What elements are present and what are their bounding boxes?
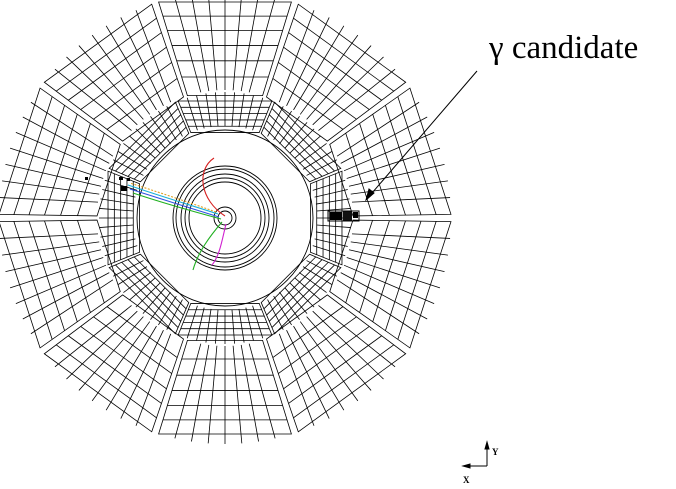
calorimeter-sector [329, 87, 452, 217]
track [129, 182, 217, 213]
track [211, 223, 227, 266]
calorimeter-sector [158, 339, 292, 444]
calorimeter-sector [43, 294, 184, 433]
tracker-rings [136, 129, 314, 307]
endcap-sector [260, 253, 342, 335]
energy-hit [127, 178, 130, 181]
endcap-sector [177, 92, 273, 133]
endcap-sector [260, 101, 342, 183]
track [192, 221, 223, 271]
tracker-ring [175, 168, 275, 268]
energy-hit [121, 186, 127, 191]
gamma-candidate-label: γ candidate [489, 30, 639, 66]
energy-hit [343, 211, 352, 221]
endcap-sector [108, 101, 190, 183]
y-axis-label: Y [492, 447, 499, 457]
annotation-arrow [365, 70, 478, 202]
track [132, 192, 222, 220]
energy-hit [85, 177, 88, 180]
endcap-sector [99, 170, 140, 266]
tracker-ring [172, 165, 278, 271]
track [129, 188, 220, 218]
track [202, 157, 226, 217]
calorimeter-sector [266, 3, 407, 142]
calorimeter-sector [329, 219, 452, 349]
gamma-cluster [327, 210, 360, 222]
tracker-ring [184, 177, 266, 259]
track [127, 184, 219, 215]
calorimeter-sector [0, 87, 121, 217]
energy-hit [353, 212, 358, 218]
energy-deposits [85, 177, 360, 222]
energy-hit [330, 212, 342, 220]
endcap-sector [108, 253, 190, 335]
calorimeter-sector [158, 0, 292, 97]
calorimeter-sector [0, 219, 121, 349]
tracker-ring [136, 129, 314, 307]
particle-tracks [127, 157, 227, 271]
outer-calorimeter [0, 0, 452, 444]
endcap-sector [310, 170, 351, 266]
axis-indicator [461, 440, 490, 469]
calorimeter-sector [43, 3, 184, 142]
tracker-ring [188, 181, 262, 255]
tracker-ring [180, 173, 270, 263]
endcap-sector [177, 303, 273, 344]
x-axis-label: X [463, 475, 470, 485]
endcap-calorimeter [99, 92, 351, 344]
calorimeter-sector [266, 294, 407, 433]
energy-hit [119, 177, 123, 180]
